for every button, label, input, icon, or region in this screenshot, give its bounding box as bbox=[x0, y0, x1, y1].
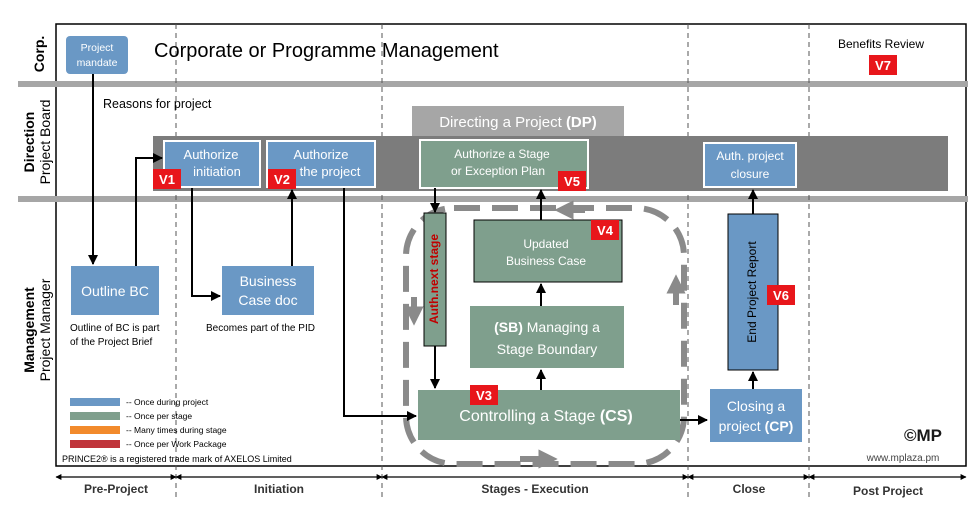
project-mandate-line1: Project bbox=[81, 42, 114, 54]
authorize-project-line2: the project bbox=[300, 164, 361, 179]
controlling-stage-box bbox=[418, 390, 680, 440]
legend-label-once-project: -- Once during project bbox=[126, 397, 209, 407]
row-label-project-manager: Project Manager bbox=[37, 278, 53, 381]
outline-note-line1: Outline of BC is part bbox=[70, 323, 160, 334]
authorize-project-box bbox=[266, 140, 376, 188]
badge-v4 bbox=[591, 220, 619, 240]
stage-loop-arrows bbox=[404, 200, 686, 469]
phase-stages-execution: Stages - Execution bbox=[481, 482, 588, 496]
phase-post-project: Post Project bbox=[853, 484, 923, 498]
auth-closure-line2: closure bbox=[731, 167, 770, 181]
direction-management-separator bbox=[18, 196, 968, 202]
outline-note-line2: of the Project Brief bbox=[70, 337, 152, 348]
website-label: www.mplaza.pm bbox=[866, 453, 940, 464]
badge-v2-text: V2 bbox=[274, 172, 290, 187]
badge-v4-text: V4 bbox=[597, 223, 614, 238]
auth-closure-line1: Auth. project bbox=[716, 149, 784, 163]
badge-v5 bbox=[558, 171, 586, 191]
flow-arrows bbox=[88, 74, 758, 425]
business-case-box bbox=[222, 266, 314, 315]
end-project-report-label: End Project Report bbox=[745, 241, 759, 343]
row-label-corp: Corp. bbox=[31, 36, 47, 73]
auth-next-stage-label: Auth.next stage bbox=[427, 234, 441, 324]
corporate-title: Corporate or Programme Management bbox=[154, 40, 499, 62]
badge-v7-text: V7 bbox=[875, 58, 891, 73]
badge-v1 bbox=[153, 169, 181, 189]
managing-stage-boundary-box bbox=[470, 306, 624, 368]
corp-direction-separator bbox=[18, 81, 968, 87]
updated-bc-line1: Updated bbox=[523, 237, 568, 251]
directing-title-tab bbox=[412, 106, 624, 136]
badge-v5-text: V5 bbox=[564, 174, 580, 189]
outline-bc-box bbox=[71, 266, 159, 315]
legend-swatch-once-project bbox=[70, 398, 120, 406]
authorize-initiation-line1: Authorize bbox=[184, 147, 239, 162]
row-label-management: Management bbox=[21, 287, 37, 373]
authorize-stage-line2: or Exception Plan bbox=[451, 164, 545, 178]
legend-label-once-stage: -- Once per stage bbox=[126, 411, 192, 421]
closing-project-box bbox=[710, 389, 802, 442]
authorize-stage-line1: Authorize a Stage bbox=[454, 147, 550, 161]
phase-initiation: Initiation bbox=[254, 482, 304, 496]
controlling-stage-label: Controlling a Stage (CS) bbox=[459, 408, 632, 425]
updated-bc-line2: Business Case bbox=[506, 254, 586, 268]
legend-swatch-work-package bbox=[70, 440, 120, 448]
badge-v6-text: V6 bbox=[773, 288, 789, 303]
row-label-direction: Direction bbox=[21, 112, 37, 173]
project-mandate-box bbox=[66, 36, 128, 74]
pid-note: Becomes part of the PID bbox=[206, 323, 315, 334]
badge-v2 bbox=[268, 169, 296, 189]
project-mandate-line2: mandate bbox=[77, 57, 118, 69]
legend-label-work-package: -- Once per Work Package bbox=[126, 439, 227, 449]
authorize-initiation-line2: initiation bbox=[193, 164, 241, 179]
outline-bc-label: Outline BC bbox=[81, 283, 149, 299]
badge-v3 bbox=[470, 385, 498, 405]
directing-title: Directing a Project (DP) bbox=[439, 114, 597, 131]
mplaza-logo: ©MP bbox=[904, 426, 942, 445]
phase-close: Close bbox=[733, 482, 766, 496]
sb-line1: (SB) Managing a bbox=[494, 319, 600, 335]
badge-v7 bbox=[869, 55, 897, 75]
badge-v1-text: V1 bbox=[159, 172, 175, 187]
closing-line2: project (CP) bbox=[719, 418, 794, 434]
reasons-for-project-label: Reasons for project bbox=[103, 97, 212, 111]
benefits-review-label: Benefits Review bbox=[838, 37, 924, 51]
sb-line2: Stage Boundary bbox=[497, 341, 597, 357]
closing-line1: Closing a bbox=[727, 398, 786, 414]
badge-v6 bbox=[767, 285, 795, 305]
phase-pre-project: Pre-Project bbox=[84, 482, 148, 496]
auth-closure-box bbox=[703, 142, 797, 188]
legend-swatch-many-times bbox=[70, 426, 120, 434]
authorize-project-line1: Authorize bbox=[294, 147, 349, 162]
legend-label-many-times: -- Many times during stage bbox=[126, 425, 227, 435]
legend-swatch-once-stage bbox=[70, 412, 120, 420]
badge-v3-text: V3 bbox=[476, 388, 492, 403]
business-case-line2: Case doc bbox=[238, 292, 297, 308]
legend: -- Once during project -- Once per stage… bbox=[70, 397, 227, 449]
authorize-initiation-box bbox=[163, 140, 261, 188]
row-label-project-board: Project Board bbox=[37, 100, 53, 185]
trademark-notice: PRINCE2® is a registered trade mark of A… bbox=[62, 454, 292, 464]
business-case-line1: Business bbox=[240, 273, 297, 289]
